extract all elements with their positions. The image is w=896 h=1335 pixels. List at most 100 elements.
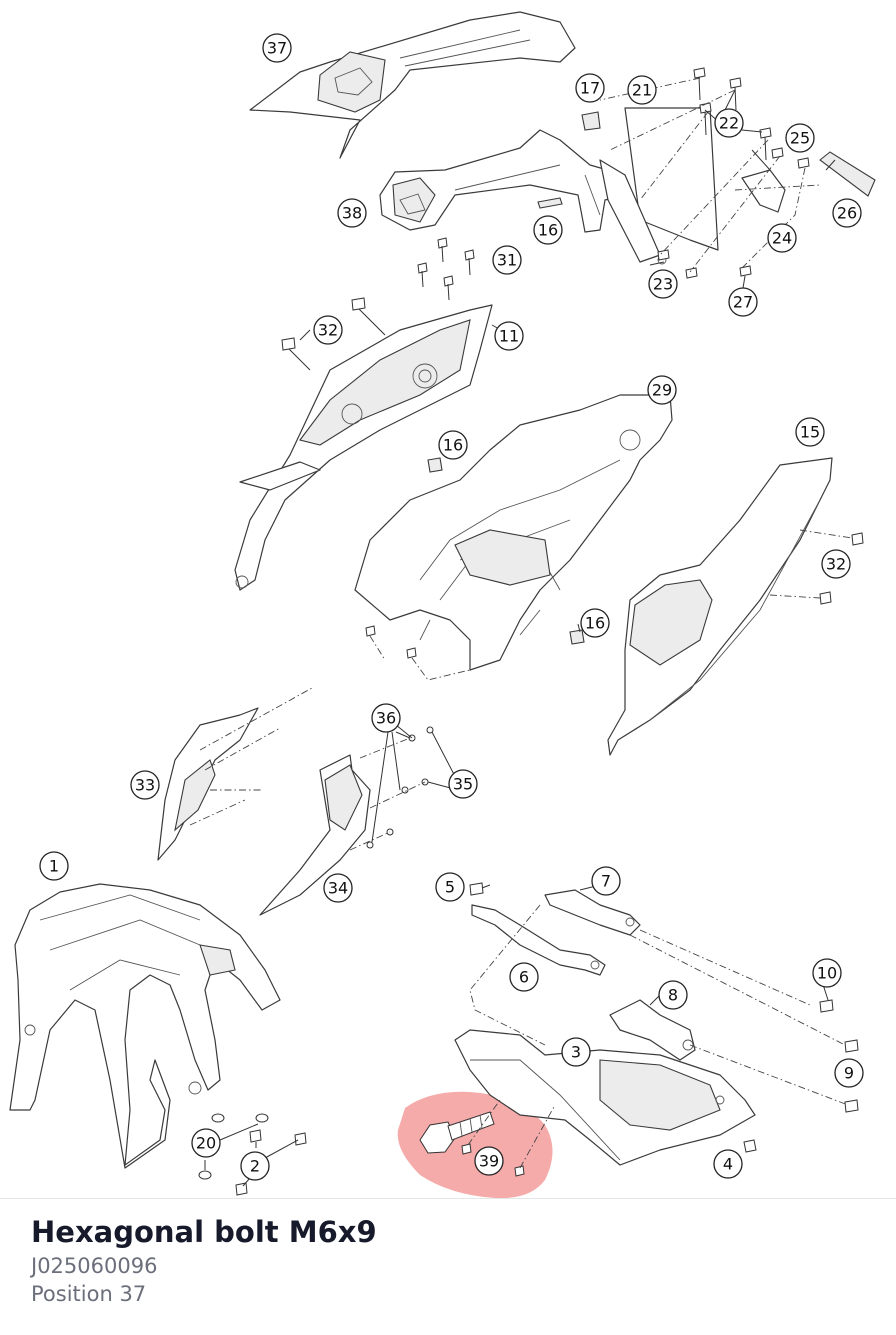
- svg-text:33: 33: [135, 776, 155, 795]
- bolt-group-23[interactable]: [657, 67, 810, 279]
- callout-16-lower[interactable]: 16: [580, 608, 610, 638]
- svg-text:10: 10: [817, 964, 837, 983]
- part-name: Hexagonal bolt M6x9: [31, 1215, 377, 1249]
- svg-text:37: 37: [267, 39, 287, 58]
- part-3-belly-pan[interactable]: [454, 1029, 756, 1166]
- svg-text:21: 21: [632, 81, 652, 100]
- part-22-plate-holder[interactable]: [599, 107, 719, 265]
- part-number: J025060096: [31, 1254, 158, 1278]
- svg-text:16: 16: [538, 221, 558, 240]
- callout-29[interactable]: 29: [647, 375, 677, 405]
- callout-11[interactable]: 11: [494, 321, 524, 351]
- callout-6[interactable]: 6: [509, 962, 539, 992]
- callout-26[interactable]: 25: [785, 123, 815, 153]
- part-1-front-fender[interactable]: [9, 883, 281, 1169]
- callout-4[interactable]: 4: [713, 1149, 743, 1179]
- callout-2[interactable]: 2: [240, 1151, 270, 1181]
- callout-32-left[interactable]: 32: [313, 315, 343, 345]
- selected-part-highlight: [397, 1091, 553, 1199]
- callout-20[interactable]: 17: [575, 73, 605, 103]
- svg-text:32: 32: [318, 321, 338, 340]
- exploded-parts-diagram: 37 17 21 22 25 26 38 16 24 31 23 27 32 1…: [9, 11, 876, 1199]
- callout-36[interactable]: 36: [371, 703, 401, 733]
- part-5-bolt[interactable]: [469, 882, 484, 896]
- callout-35[interactable]: 35: [448, 769, 478, 799]
- part-2-screws[interactable]: [235, 1129, 307, 1196]
- svg-text:23: 23: [653, 275, 673, 294]
- part-34-side-cover[interactable]: [259, 754, 371, 916]
- svg-text:32: 32: [826, 555, 846, 574]
- svg-text:36: 36: [376, 709, 396, 728]
- svg-text:25: 25: [790, 129, 810, 148]
- callout-3[interactable]: 3: [561, 1037, 591, 1067]
- bolt-group-32-right[interactable]: [819, 532, 864, 605]
- svg-text:3: 3: [571, 1043, 581, 1062]
- part-16-clip-lower[interactable]: [569, 629, 585, 645]
- svg-text:6: 6: [519, 968, 529, 987]
- svg-text:24: 24: [772, 229, 792, 248]
- svg-text:31: 31: [497, 251, 517, 270]
- part-8-bracket[interactable]: [609, 999, 696, 1061]
- part-27-reflector[interactable]: [819, 151, 876, 197]
- callout-8[interactable]: 8: [658, 980, 688, 1010]
- part-10-bolt[interactable]: [819, 999, 834, 1013]
- svg-text:27: 27: [733, 293, 753, 312]
- part-38-subframe[interactable]: [249, 11, 576, 159]
- part-15-side-panel-right[interactable]: [607, 457, 833, 756]
- part-16-clip-upper[interactable]: [427, 457, 443, 473]
- callout-15[interactable]: 15: [795, 417, 825, 447]
- part-17[interactable]: [537, 197, 563, 209]
- svg-text:15: 15: [800, 423, 820, 442]
- part-6-bracket[interactable]: [471, 904, 606, 976]
- bolt-group-31[interactable]: [417, 237, 475, 301]
- callout-37[interactable]: 39: [474, 1146, 504, 1176]
- callout-22[interactable]: 21: [627, 75, 657, 105]
- callout-17[interactable]: 16: [533, 215, 563, 245]
- callout-27[interactable]: 26: [832, 198, 862, 228]
- callout-38[interactable]: 37: [262, 33, 292, 63]
- part-29-rear-tray[interactable]: [354, 394, 673, 671]
- part-9-bolt[interactable]: [844, 1099, 859, 1113]
- part-39-subframe-lower[interactable]: [379, 129, 626, 233]
- svg-text:1: 1: [49, 857, 59, 876]
- callout-28[interactable]: 27: [728, 287, 758, 317]
- callout-33[interactable]: 33: [130, 770, 160, 800]
- svg-text:2: 2: [250, 1157, 260, 1176]
- bolt-group-32-left[interactable]: [281, 297, 386, 371]
- svg-text:35: 35: [453, 775, 473, 794]
- callout-5[interactable]: 5: [435, 872, 465, 902]
- callout-7[interactable]: 7: [591, 866, 621, 896]
- callout-31[interactable]: 31: [492, 245, 522, 275]
- callout-16-upper[interactable]: 16: [438, 430, 468, 460]
- callout-24[interactable]: 23: [648, 269, 678, 299]
- svg-text:7: 7: [601, 872, 611, 891]
- callout-25[interactable]: 24: [767, 223, 797, 253]
- svg-text:16: 16: [585, 614, 605, 633]
- callout-32-right[interactable]: 32: [821, 549, 851, 579]
- part-25-bracket[interactable]: [741, 169, 786, 213]
- svg-text:17: 17: [580, 79, 600, 98]
- part-21-washers[interactable]: [198, 1113, 269, 1180]
- callout-34[interactable]: 34: [323, 873, 353, 903]
- callout-9[interactable]: 9: [834, 1058, 864, 1088]
- part-20[interactable]: [581, 111, 601, 131]
- svg-text:29: 29: [652, 381, 672, 400]
- callout-39[interactable]: 38: [337, 198, 367, 228]
- callout-1[interactable]: 1: [39, 851, 69, 881]
- part-11-side-panel[interactable]: [234, 304, 493, 591]
- svg-text:39: 39: [479, 1152, 499, 1171]
- svg-text:20: 20: [196, 1134, 216, 1153]
- part-33-cover[interactable]: [157, 707, 259, 861]
- part-position: Position 37: [31, 1282, 147, 1306]
- part-7-bracket[interactable]: [544, 889, 641, 936]
- svg-text:11: 11: [499, 327, 519, 346]
- svg-text:9: 9: [844, 1064, 854, 1083]
- callout-21[interactable]: 20: [191, 1128, 221, 1158]
- svg-text:38: 38: [342, 204, 362, 223]
- callout-10[interactable]: 10: [812, 958, 842, 988]
- part-37-hexagonal-bolt[interactable]: [419, 1111, 525, 1177]
- part-4-nut[interactable]: [743, 1139, 757, 1153]
- callout-23[interactable]: 22: [714, 108, 744, 138]
- svg-text:34: 34: [328, 879, 348, 898]
- svg-text:16: 16: [443, 436, 463, 455]
